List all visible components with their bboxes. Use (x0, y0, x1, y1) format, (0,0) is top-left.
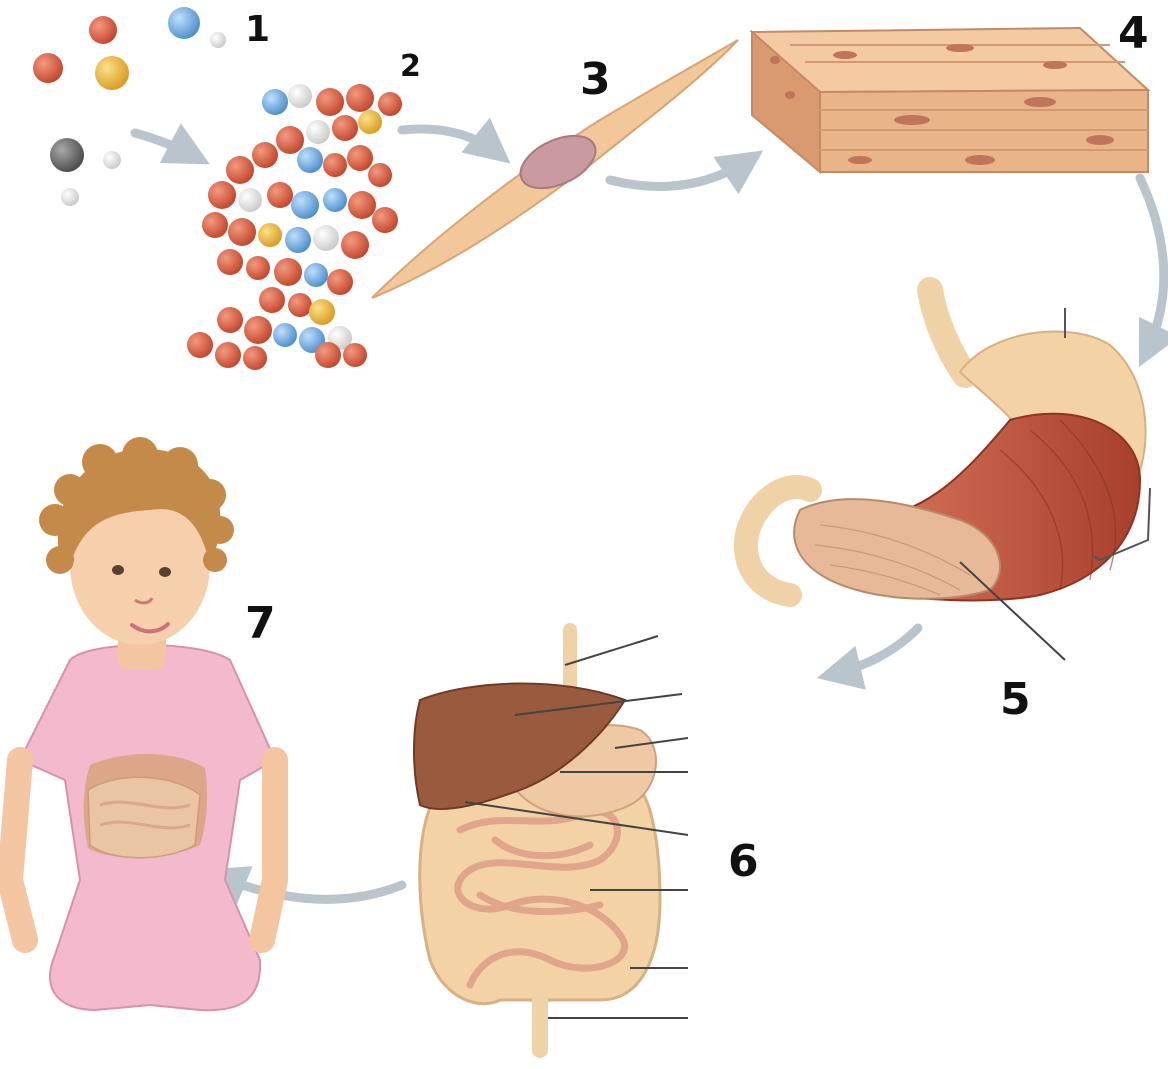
arrow-1-to-2 (135, 133, 198, 158)
muscle-tissue-block (752, 28, 1148, 172)
level-label-6: 6 (728, 840, 759, 884)
level-label-4: 4 (1118, 12, 1149, 56)
atoms-cluster (33, 7, 226, 206)
arrow-4-to-5 (1140, 178, 1164, 355)
arrow-2-to-3 (402, 129, 500, 155)
arrow-5-to-6 (830, 628, 918, 675)
arrow-6-to-7 (215, 875, 402, 899)
stomach-organ (746, 290, 1150, 660)
arrow-3-to-4 (610, 158, 752, 186)
dna-molecule (187, 84, 402, 370)
level-label-1: 1 (245, 12, 270, 48)
child-organism (10, 437, 275, 1010)
digestive-system (414, 630, 688, 1050)
level-label-7: 7 (245, 602, 276, 646)
level-label-5: 5 (1000, 678, 1031, 722)
level-label-2: 2 (400, 52, 421, 82)
level-label-3: 3 (580, 58, 611, 102)
muscle-cell (372, 40, 738, 298)
